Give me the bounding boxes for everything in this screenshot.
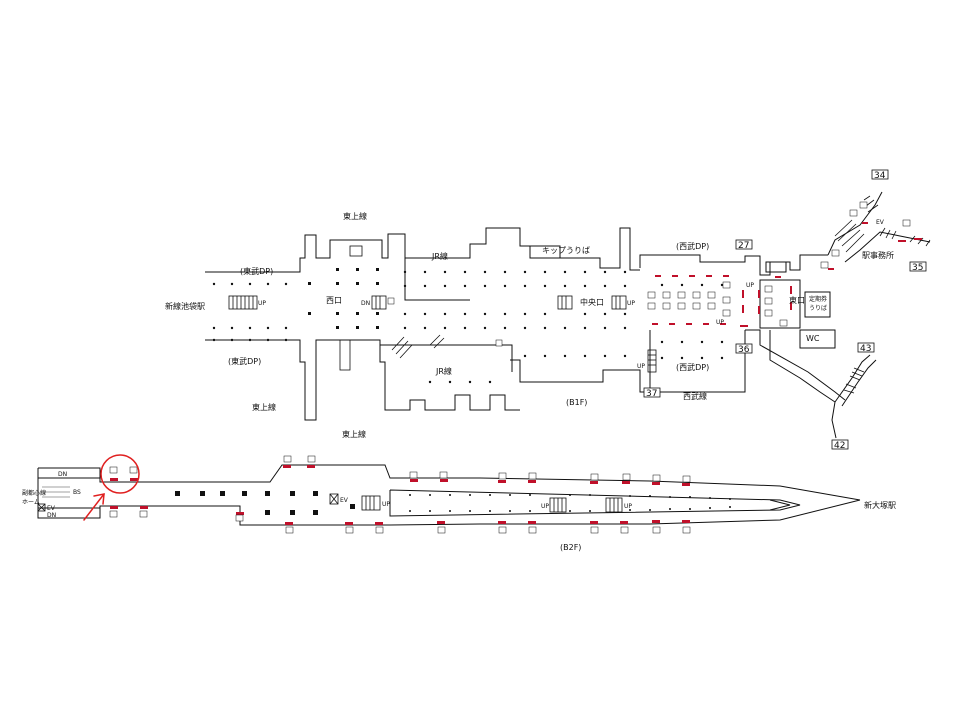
b2f-platform-hatch — [42, 486, 70, 498]
label-jr-line-north: JR線 — [431, 251, 448, 261]
label-shin-otsuka: 新大塚駅 — [864, 500, 896, 510]
label-b2f-floor: (B2F) — [560, 543, 581, 552]
label-jr-line-south: JR線 — [435, 366, 452, 376]
b1f-columns — [212, 270, 724, 384]
svg-text:36: 36 — [738, 345, 750, 355]
b1f-small-signs — [387, 201, 911, 347]
svg-text:43: 43 — [860, 344, 871, 354]
label-b1f-floor: (B1F) — [566, 398, 587, 407]
label-dn-west: DN — [361, 300, 370, 307]
b2f-pillars — [175, 491, 355, 515]
b2f-columns — [409, 494, 731, 512]
label-seibu-line: 西武線 — [683, 391, 707, 401]
arrow-pointer-icon — [83, 493, 105, 521]
svg-text:34: 34 — [874, 171, 886, 181]
b2f-stairs — [37, 493, 623, 513]
label-fukutoshin-home: ホーム — [22, 499, 40, 506]
exit-box-35: 35 — [909, 261, 927, 273]
label-shinsen-ikebukuro: 新線池袋駅 — [165, 301, 205, 311]
label-wc: WC — [806, 334, 820, 343]
exit-box-42: 42 — [831, 439, 849, 451]
label-tojo-line-north: 東上線 — [343, 211, 367, 221]
label-central-exit: 中央口 — [580, 297, 604, 307]
b1f-stairs — [228, 195, 931, 394]
svg-text:42: 42 — [834, 441, 845, 451]
b2f-doors — [110, 465, 690, 525]
svg-text:27: 27 — [738, 241, 749, 251]
label-east-exit: 東口 — [789, 295, 805, 305]
label-b2f-ev-left: EV — [47, 505, 56, 512]
label-up-central: UP — [627, 300, 635, 307]
label-b2f-dn-bottom: DN — [47, 512, 56, 519]
label-tobu-dp-south: (東武DP) — [228, 356, 261, 366]
exit-box-27: 27 — [735, 239, 753, 251]
b1f-gates — [652, 222, 922, 327]
label-tobu-dp-north: (東武DP) — [240, 266, 273, 276]
label-up-east: UP — [716, 319, 724, 326]
label-b2f-up-2: UP — [541, 503, 549, 510]
svg-text:37: 37 — [646, 389, 657, 399]
label-b2f-ev-center: EV — [340, 497, 349, 504]
label-up-south: UP — [637, 363, 645, 370]
exit-box-37: 37 — [643, 387, 661, 399]
label-west-exit: 西口 — [326, 296, 342, 305]
label-kippu-uriba: キップうりば — [542, 246, 590, 255]
label-up-east-2: UP — [746, 282, 754, 289]
label-ev-ne: EV — [876, 219, 885, 226]
label-b2f-dn-top: DN — [58, 471, 67, 478]
circle-highlight-icon — [100, 454, 140, 494]
label-tojo-line-south: 東上線 — [342, 429, 366, 439]
label-teikiken-1: 定期券 — [809, 295, 827, 303]
label-b2f-up-3: UP — [624, 503, 632, 510]
label-seibu-dp-north: (西武DP) — [676, 241, 709, 251]
exit-box-34: 34 — [871, 169, 889, 181]
label-seibu-dp-south: (西武DP) — [676, 362, 709, 372]
b2f-floor-outline — [37, 464, 861, 526]
svg-text:35: 35 — [912, 263, 923, 273]
label-b2f-up-1: UP — [382, 501, 390, 508]
label-up-west: UP — [258, 300, 266, 307]
b2f-door-signs — [109, 455, 691, 534]
label-teikiken-2: うりば — [809, 304, 827, 312]
label-tojo-line-west: 東上線 — [252, 402, 276, 412]
label-fukutoshin-line: 副都心線 — [22, 489, 46, 497]
exit-box-43: 43 — [857, 342, 875, 354]
b1f-pillars — [308, 268, 379, 329]
b1f-floor-outline — [205, 191, 931, 439]
label-b2f-bs: BS — [73, 489, 81, 496]
label-station-office: 駅事務所 — [862, 250, 894, 260]
exit-box-36: 36 — [735, 343, 753, 355]
